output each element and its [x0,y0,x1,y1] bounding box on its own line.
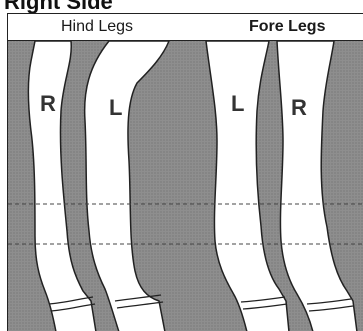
hind-legs-label: Hind Legs [61,18,133,36]
page-title: Right Side [4,0,113,14]
leg-fore-left-label: L [231,91,244,116]
leg-hind-right-label: R [40,91,56,116]
legs-diagram: R L L R [8,14,363,331]
legs-diagram-panel: R L L R Hind Legs Fore Legs [7,13,363,331]
fore-legs-label: Fore Legs [249,18,325,36]
leg-hind-left-label: L [109,95,122,120]
leg-fore-right-label: R [291,95,307,120]
legs-header: Hind Legs Fore Legs [8,14,363,41]
